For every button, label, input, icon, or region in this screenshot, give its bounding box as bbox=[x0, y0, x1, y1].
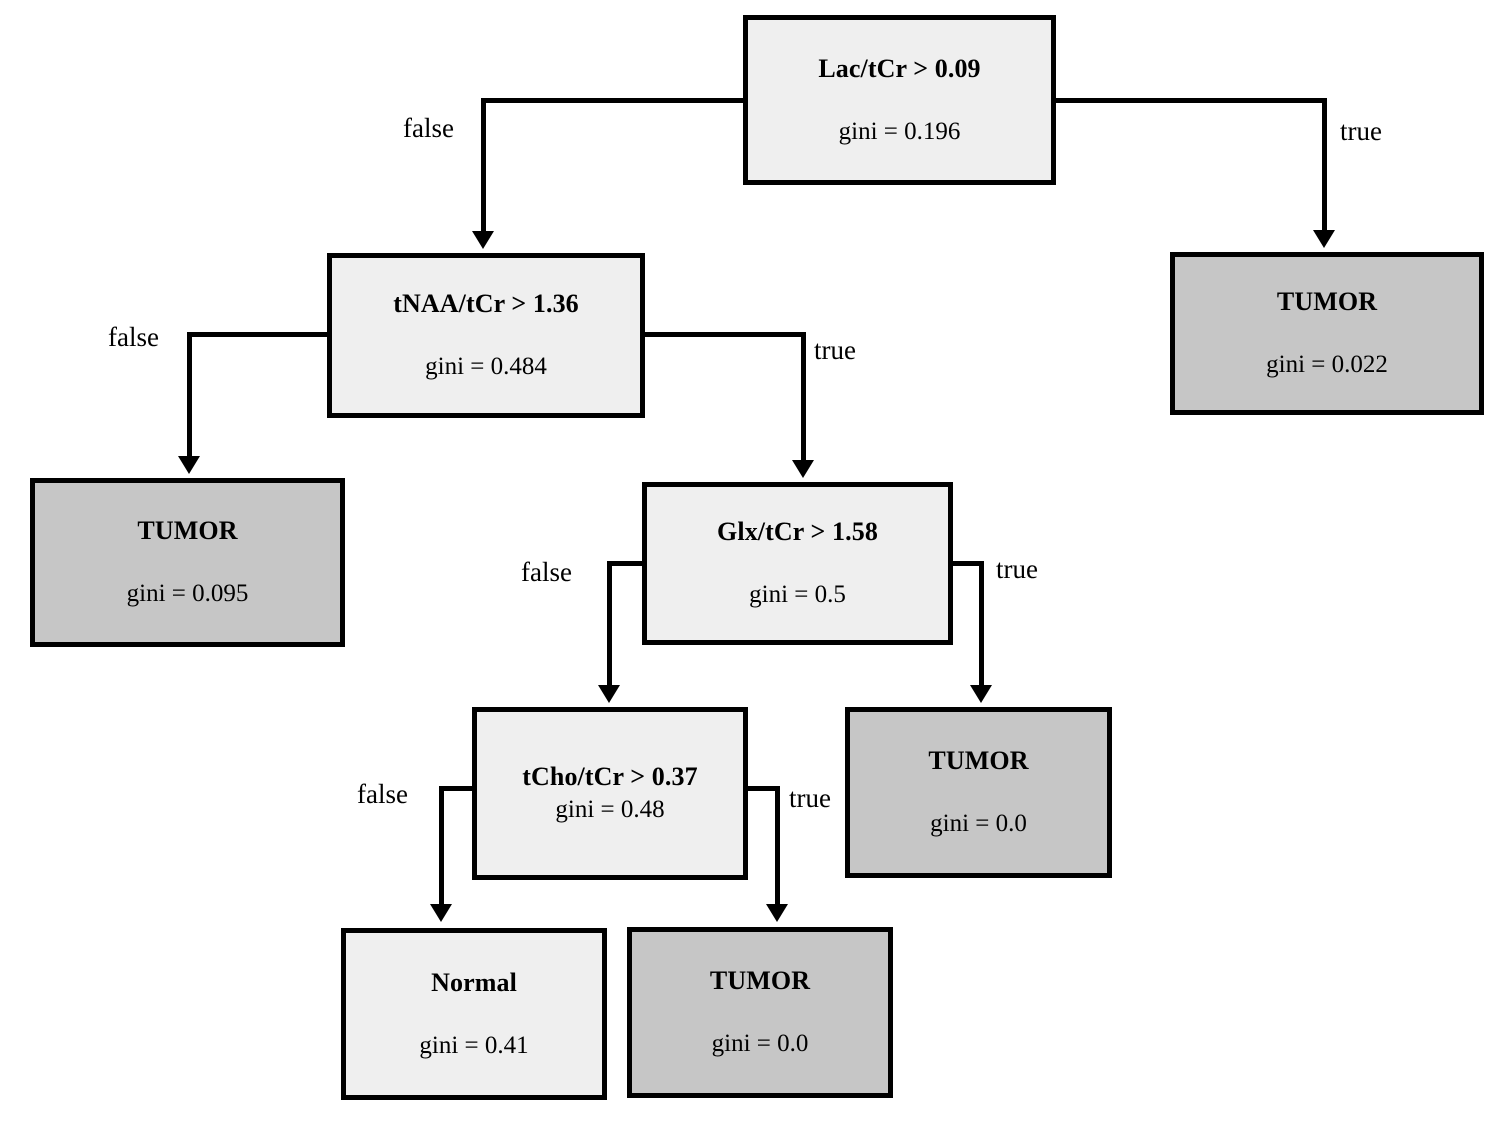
node-glx-tcr[interactable]: Glx/tCr > 1.58 gini = 0.5 bbox=[642, 482, 953, 645]
edge-root-tumor022-arrowhead bbox=[1313, 230, 1335, 248]
edge-tnaa-tumor095-vertical bbox=[187, 332, 192, 458]
node-gini: gini = 0.196 bbox=[838, 117, 961, 145]
node-gini: gini = 0.5 bbox=[749, 581, 846, 609]
edge-glx-tumor00right-arrowhead bbox=[970, 685, 992, 703]
edge-label-tnaa-false: false bbox=[108, 322, 159, 352]
node-tnaa-tcr[interactable]: tNAA/tCr > 1.36 gini = 0.484 bbox=[327, 253, 645, 418]
node-label: TUMOR bbox=[1276, 287, 1378, 317]
node-gini: gini = 0.022 bbox=[1266, 351, 1388, 379]
node-gini: gini = 0.0 bbox=[930, 810, 1027, 838]
node-label: Glx/tCr > 1.58 bbox=[717, 517, 878, 547]
node-gini: gini = 0.0 bbox=[711, 1030, 809, 1058]
node-leaf-tumor-gini-0022[interactable]: TUMOR gini = 0.022 bbox=[1170, 252, 1484, 415]
node-label: tCho/tCr > 0.37 bbox=[522, 762, 698, 792]
node-gini: gini = 0.095 bbox=[126, 580, 249, 608]
edge-tcho-tumor00bottom-arrowhead bbox=[766, 904, 788, 922]
node-leaf-normal-gini-041[interactable]: Normal gini = 0.41 bbox=[341, 928, 607, 1100]
edge-label-glx-true: true bbox=[996, 554, 1038, 584]
edge-label-tcho-false: false bbox=[357, 779, 408, 809]
edge-glx-tumor00right-vertical bbox=[979, 561, 984, 687]
edge-tnaa-glx-horizontal bbox=[640, 332, 806, 337]
edge-tnaa-glx-arrowhead bbox=[792, 460, 814, 478]
node-label: TUMOR bbox=[928, 746, 1029, 776]
edge-label-root-false: false bbox=[403, 113, 454, 143]
node-gini: gini = 0.48 bbox=[555, 796, 665, 824]
edge-root-tnaa-horizontal bbox=[481, 98, 747, 103]
edge-glx-tumor00right-horizontal bbox=[948, 561, 984, 566]
edge-root-tnaa-arrowhead bbox=[472, 231, 494, 249]
edge-label-root-true: true bbox=[1340, 116, 1382, 146]
edge-root-tumor022-vertical bbox=[1322, 98, 1327, 232]
edge-label-tcho-true: true bbox=[789, 783, 831, 813]
node-tcho-tcr[interactable]: tCho/tCr > 0.37 gini = 0.48 bbox=[472, 707, 748, 880]
edge-root-tnaa-vertical bbox=[481, 98, 486, 233]
edge-glx-tcho-vertical bbox=[607, 561, 612, 687]
node-gini: gini = 0.484 bbox=[425, 353, 547, 381]
edge-root-tumor022-horizontal bbox=[1051, 98, 1327, 103]
node-label: TUMOR bbox=[709, 966, 811, 996]
node-label: TUMOR bbox=[137, 516, 238, 546]
node-root-lac-tcr[interactable]: Lac/tCr > 0.09 gini = 0.196 bbox=[743, 15, 1056, 185]
edge-label-tnaa-true: true bbox=[814, 335, 856, 365]
edge-tcho-normal-arrowhead bbox=[430, 904, 452, 922]
node-leaf-tumor-gini-00-bottom[interactable]: TUMOR gini = 0.0 bbox=[627, 927, 893, 1098]
edge-glx-tcho-horizontal bbox=[607, 561, 647, 566]
edge-tnaa-glx-vertical bbox=[801, 332, 806, 462]
node-leaf-tumor-gini-0095[interactable]: TUMOR gini = 0.095 bbox=[30, 478, 345, 647]
edge-tnaa-tumor095-horizontal bbox=[187, 332, 332, 337]
edge-tcho-normal-horizontal bbox=[439, 786, 477, 791]
edge-tnaa-tumor095-arrowhead bbox=[178, 456, 200, 474]
node-label: tNAA/tCr > 1.36 bbox=[393, 289, 579, 319]
node-label: Normal bbox=[431, 967, 517, 997]
node-leaf-tumor-gini-00-right[interactable]: TUMOR gini = 0.0 bbox=[845, 707, 1112, 878]
edge-label-glx-false: false bbox=[521, 557, 572, 587]
node-gini: gini = 0.41 bbox=[419, 1031, 529, 1059]
edge-tcho-normal-vertical bbox=[439, 786, 444, 906]
edge-tcho-tumor00bottom-horizontal bbox=[743, 786, 780, 791]
node-label: Lac/tCr > 0.09 bbox=[818, 53, 981, 83]
edge-glx-tcho-arrowhead bbox=[598, 685, 620, 703]
edge-tcho-tumor00bottom-vertical bbox=[775, 786, 780, 906]
